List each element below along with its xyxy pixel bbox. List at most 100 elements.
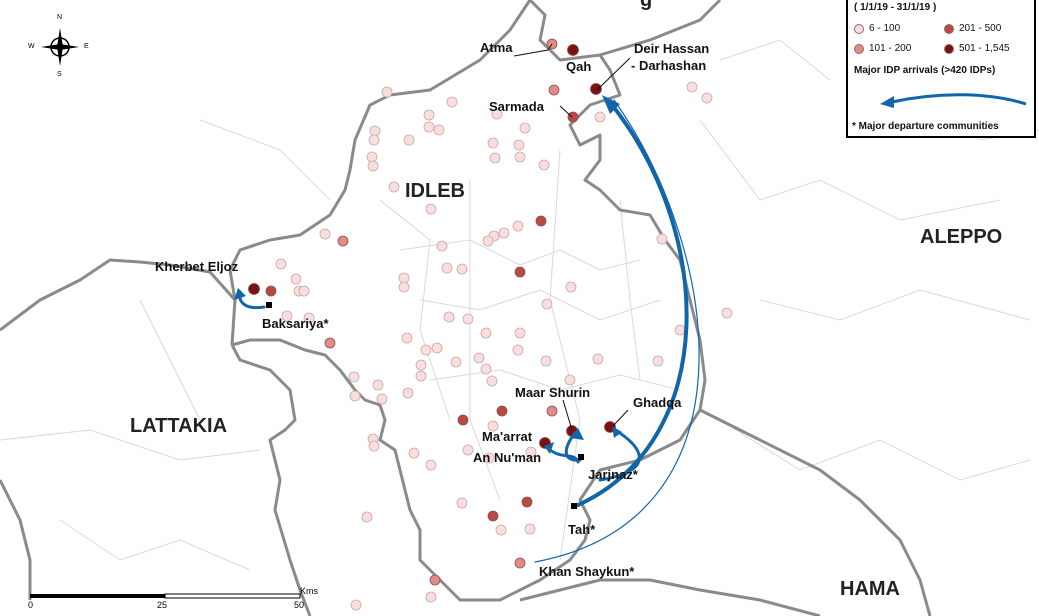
idp-point — [535, 215, 547, 227]
idp-point — [425, 459, 437, 471]
idp-point — [402, 387, 414, 399]
idp-point — [403, 134, 415, 146]
scale-unit: Kms — [300, 586, 318, 596]
idp-point — [456, 497, 468, 509]
legend-swatch-2 — [854, 43, 864, 54]
idp-point — [350, 599, 362, 611]
idp-point — [540, 355, 552, 367]
idp-point — [480, 363, 492, 375]
idp-point — [265, 285, 277, 297]
arrow-heads — [234, 95, 622, 454]
idp-point — [592, 353, 604, 365]
idp-point — [541, 298, 553, 310]
idp-point — [495, 524, 507, 536]
legend-class-1-label: 6 - 100 — [869, 23, 901, 34]
idp-point — [513, 139, 525, 151]
arrow-jarjnaz-to-ghadqa — [598, 428, 641, 482]
idp-point — [369, 125, 381, 137]
idp-point — [701, 92, 713, 104]
idp-point — [429, 574, 441, 586]
idp-point — [525, 446, 537, 458]
idp-points — [248, 38, 733, 611]
label-deir-hassan: Deir Hassan — [634, 41, 709, 56]
label-maar-shurin: Maar Shurin — [515, 385, 590, 400]
idp-point — [425, 203, 437, 215]
legend-class-3: 201 - 500 — [944, 23, 1001, 34]
scale-tick-25: 25 — [157, 600, 168, 610]
idp-point — [361, 511, 373, 523]
idp-movement-arrows — [238, 98, 700, 563]
idp-point — [376, 393, 388, 405]
label-ghadqa: Ghadqa — [633, 395, 682, 410]
idp-point — [381, 86, 393, 98]
idp-point — [496, 405, 508, 417]
idp-point — [546, 405, 558, 417]
idp-point — [473, 352, 485, 364]
idp-point — [514, 557, 526, 569]
idp-point — [457, 414, 469, 426]
idp-point — [446, 96, 458, 108]
legend-class-3-label: 201 - 500 — [959, 23, 1002, 34]
idp-point — [367, 160, 379, 172]
idp-point — [248, 283, 260, 295]
idp-point — [423, 109, 435, 121]
arrow-khan-shaykun-to-deir-hassan — [534, 99, 700, 563]
idp-point — [462, 444, 474, 456]
idp-point — [486, 375, 498, 387]
idp-point — [565, 281, 577, 293]
idp-point — [337, 235, 349, 247]
idp-point — [483, 452, 495, 464]
label-maarrat: Ma'arrat — [482, 429, 533, 444]
legend-date-range: ( 1/1/19 - 31/1/19 ) — [854, 2, 937, 13]
idp-point — [441, 262, 453, 274]
idp-point — [408, 447, 420, 459]
label-baksariya: Baksariya* — [262, 316, 329, 331]
region-label-partial: g — [640, 0, 652, 11]
idp-point — [498, 227, 510, 239]
idp-point — [512, 344, 524, 356]
idp-point — [324, 337, 336, 349]
idp-point — [514, 266, 526, 278]
idp-point — [567, 44, 579, 56]
idp-point — [436, 240, 448, 252]
idp-point — [368, 440, 380, 452]
idp-point — [519, 122, 531, 134]
scale-tick-50: 50 — [294, 600, 305, 610]
idp-point — [674, 324, 686, 336]
legend-swatch-3 — [944, 23, 954, 34]
region-label-idleb: IDLEB — [405, 180, 465, 202]
idp-point — [491, 108, 503, 120]
legend-class-1: 6 - 100 — [854, 23, 900, 34]
idp-point — [489, 152, 501, 164]
compass-west: W — [28, 43, 35, 50]
idp-point — [423, 121, 435, 133]
idp-point — [388, 181, 400, 193]
idp-point — [348, 371, 360, 383]
idp-point — [487, 137, 499, 149]
idp-point — [487, 510, 499, 522]
idp-point — [721, 307, 733, 319]
idp-point — [281, 310, 293, 322]
idp-point — [450, 356, 462, 368]
label-an-numan: An Nu'man — [473, 450, 541, 465]
idp-point — [425, 591, 437, 603]
idp-point — [298, 285, 310, 297]
idp-point — [443, 311, 455, 323]
idp-point — [594, 111, 606, 123]
label-darhashan: - Darhashan — [631, 58, 706, 73]
label-atma: Atma — [480, 40, 513, 55]
label-kherbet-eljoz: Kherbet Eljoz — [155, 259, 239, 274]
compass-east: E — [84, 43, 89, 50]
legend-class-2: 101 - 200 — [854, 43, 911, 54]
leader-lines — [513, 43, 631, 431]
idp-point — [368, 134, 380, 146]
legend-class-4-label: 501 - 1,545 — [959, 43, 1010, 54]
idp-point — [420, 344, 432, 356]
idp-point — [514, 151, 526, 163]
label-khan-shaykun: Khan Shaykun* — [539, 564, 635, 579]
scale-bar-graphic — [30, 593, 301, 599]
governorate-boundaries — [0, 0, 932, 616]
label-tah: Tah* — [568, 522, 596, 537]
region-label-aleppo: ALEPPO — [920, 226, 1002, 248]
